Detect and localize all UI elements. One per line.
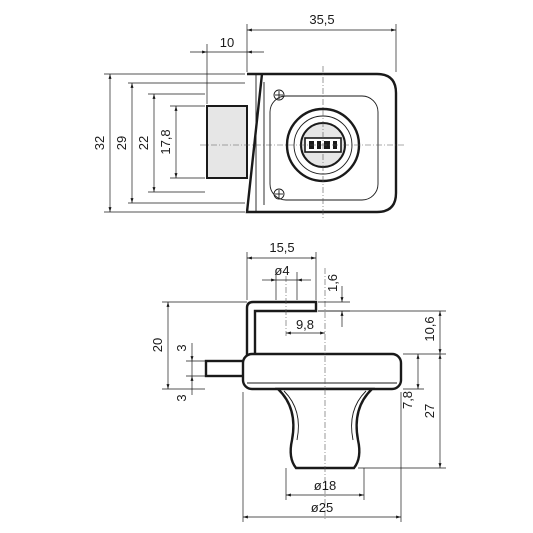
top-view: 35,5 10 32 29 22 17,8 <box>92 12 404 220</box>
dim-label-3a: 3 <box>174 344 189 351</box>
dim-label-32: 32 <box>92 136 107 150</box>
dim-label-17-8: 17,8 <box>158 129 173 154</box>
dim-label-dia25: ø25 <box>311 500 333 515</box>
dim-label-dia4: ø4 <box>274 263 289 278</box>
cylinder-housing <box>269 95 379 201</box>
screw-icon <box>273 89 285 101</box>
bolt-pin <box>204 359 249 378</box>
dim-label-1-6: 1,6 <box>325 274 340 292</box>
dim-label-3b: 3 <box>174 394 189 401</box>
dim-label-27: 27 <box>422 404 437 418</box>
dim-label-dia18: ø18 <box>314 478 336 493</box>
dim-label-15-5: 15,5 <box>269 240 294 255</box>
bolt-side <box>206 105 248 179</box>
dim-label-10: 10 <box>220 35 234 50</box>
lock-body <box>241 352 403 391</box>
dim-label-35-5: 35,5 <box>309 12 334 27</box>
dim-label-20: 20 <box>150 338 165 352</box>
dim-label-29: 29 <box>114 136 129 150</box>
dim-label-22: 22 <box>136 136 151 150</box>
dim-label-9-8: 9,8 <box>296 317 314 332</box>
knob <box>274 387 376 470</box>
side-view: 15,5 ø4 1,6 9,8 20 3 3 10,6 7,8 27 ø18 ø… <box>150 240 446 522</box>
screw-icon <box>273 188 285 200</box>
dim-label-10-6: 10,6 <box>422 316 437 341</box>
mounting-bracket <box>245 300 318 355</box>
dim-label-7-8: 7,8 <box>400 391 415 409</box>
